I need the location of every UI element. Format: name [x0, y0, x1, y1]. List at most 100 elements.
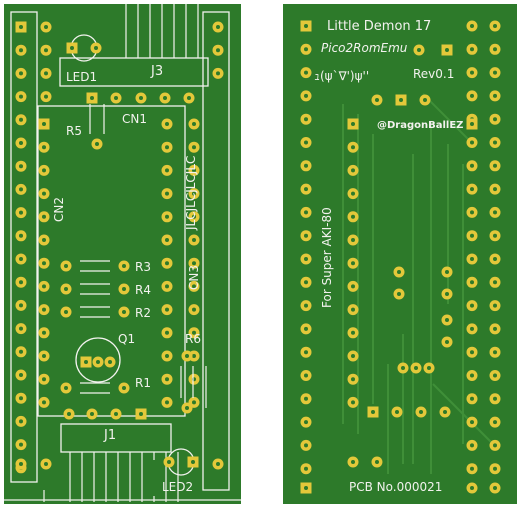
- drill-hole: [304, 303, 308, 308]
- target-board-text: For Super AKI-80: [320, 207, 334, 308]
- drill-hole: [42, 168, 46, 173]
- drill-hole: [493, 163, 497, 168]
- drill-hole: [139, 96, 143, 100]
- drill-hole: [493, 140, 497, 145]
- drill-hole: [165, 238, 169, 242]
- drill-hole: [470, 257, 474, 261]
- drill-hole: [371, 410, 375, 414]
- drill-hole: [470, 47, 474, 52]
- drill-hole: [19, 257, 23, 261]
- drill-hole: [19, 442, 23, 447]
- drill-hole: [493, 420, 497, 425]
- drill-hole: [351, 238, 355, 242]
- drill-hole: [187, 96, 191, 100]
- drill-hole: [165, 191, 169, 196]
- drill-hole: [90, 96, 94, 100]
- copper-trace: [422, 93, 474, 145]
- drill-hole: [108, 360, 112, 364]
- drill-hole: [304, 47, 308, 52]
- drill-hole: [165, 354, 169, 358]
- drill-hole: [64, 310, 68, 314]
- drill-hole: [122, 386, 126, 390]
- drill-hole: [42, 354, 46, 358]
- drill-hole: [375, 98, 379, 102]
- led2-label: LED2: [162, 480, 194, 494]
- drill-hole: [351, 145, 355, 150]
- j1-outline: [60, 423, 172, 453]
- cn-left-outline: [10, 11, 38, 483]
- drill-hole: [165, 400, 169, 405]
- drill-hole: [42, 284, 46, 289]
- drill-hole: [493, 350, 497, 355]
- drill-hole: [304, 24, 308, 28]
- drill-hole: [351, 191, 355, 196]
- j3-label: J3: [151, 64, 164, 79]
- drill-hole: [192, 330, 196, 335]
- drill-hole: [64, 264, 68, 268]
- drill-hole: [417, 48, 421, 52]
- drill-hole: [122, 287, 126, 291]
- drill-hole: [122, 310, 126, 314]
- r3-label: R3: [135, 260, 151, 274]
- drill-hole: [216, 48, 220, 53]
- drill-hole: [165, 145, 169, 150]
- pcb-number: PCB No.000021: [349, 480, 443, 494]
- r6-label: R6: [185, 332, 201, 346]
- q1-label: Q1: [118, 332, 136, 346]
- emoticon-text: ｭ(ψ`∇')ψ'': [314, 69, 370, 83]
- drill-hole: [165, 307, 169, 312]
- drill-hole: [470, 420, 474, 425]
- drill-hole: [42, 400, 46, 405]
- project-name: Pico2RomEmu: [321, 41, 408, 55]
- revision-text: Rev0.1: [413, 67, 455, 81]
- drill-hole: [19, 141, 23, 145]
- drill-hole: [351, 168, 355, 173]
- drill-hole: [375, 460, 379, 464]
- drill-hole: [401, 366, 405, 370]
- q1-outline: [75, 337, 121, 383]
- drill-hole: [64, 386, 68, 390]
- drill-hole: [44, 94, 48, 99]
- drill-hole: [493, 486, 497, 490]
- r1-label: R1: [135, 376, 151, 390]
- drill-hole: [470, 280, 474, 285]
- drill-hole: [19, 164, 23, 169]
- drill-hole: [42, 191, 46, 196]
- drill-hole: [351, 307, 355, 312]
- drill-hole: [351, 214, 355, 219]
- drill-hole: [470, 210, 474, 215]
- drill-hole: [19, 210, 23, 215]
- drill-hole: [493, 280, 497, 285]
- drill-hole: [165, 122, 169, 126]
- drill-hole: [192, 261, 196, 266]
- drill-hole: [19, 233, 23, 238]
- drill-hole: [351, 284, 355, 289]
- drill-hole: [64, 287, 68, 291]
- drill-hole: [96, 360, 100, 364]
- drill-hole: [42, 214, 46, 219]
- drill-hole: [19, 25, 23, 29]
- drill-hole: [95, 142, 99, 146]
- cn3-label: CN3: [187, 265, 201, 290]
- drill-hole: [351, 122, 355, 126]
- drill-hole: [19, 373, 23, 377]
- drill-hole: [470, 350, 474, 355]
- drill-hole: [19, 117, 23, 122]
- drill-hole: [19, 187, 23, 192]
- drill-hole: [192, 238, 196, 242]
- drill-hole: [304, 117, 308, 122]
- drill-hole: [19, 303, 23, 308]
- drill-hole: [114, 96, 118, 100]
- drill-hole: [397, 292, 401, 296]
- drill-hole: [42, 145, 46, 150]
- drill-hole: [470, 140, 474, 145]
- j3-outline: [59, 57, 209, 87]
- drill-hole: [470, 24, 474, 28]
- drill-hole: [304, 210, 308, 215]
- jlc-label: JLCJLCJLCJLC: [184, 155, 198, 230]
- drill-hole: [351, 261, 355, 266]
- drill-hole: [114, 412, 118, 416]
- drill-hole: [19, 349, 23, 354]
- drill-hole: [493, 210, 497, 215]
- drill-hole: [139, 412, 143, 416]
